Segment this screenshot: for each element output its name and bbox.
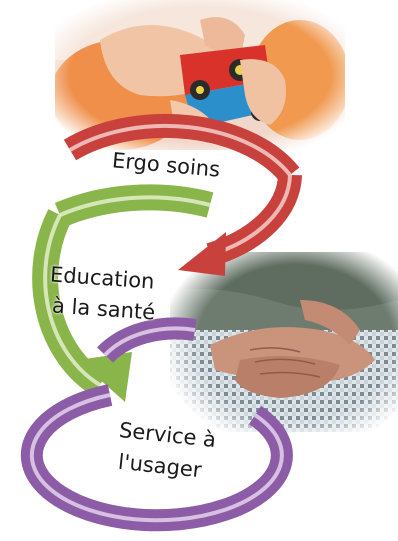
ergo-soins-arrow [63, 113, 302, 276]
education-sante-arrow [32, 184, 214, 402]
service-usager-arrow [20, 317, 293, 532]
child-hands-photo [50, 0, 350, 150]
elderly-hands-photo [170, 252, 398, 432]
